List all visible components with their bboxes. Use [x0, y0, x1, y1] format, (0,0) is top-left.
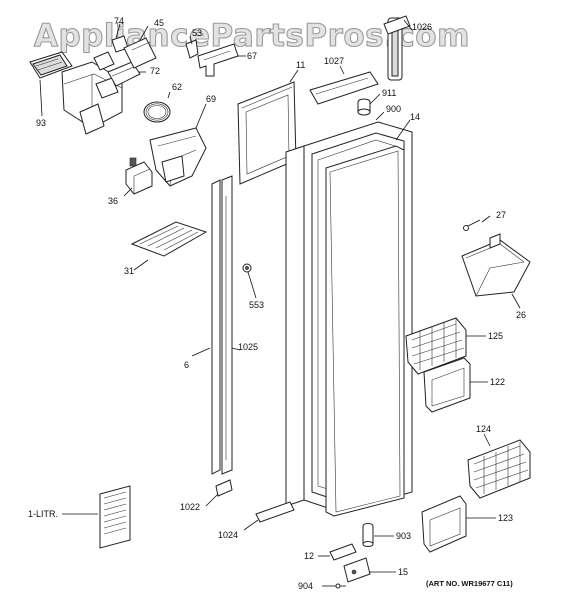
screw-904-part [335, 583, 346, 589]
callout-74: 74 [114, 16, 124, 26]
gear-ring-part [143, 101, 171, 123]
art-number: (ART NO. WR19677 C11) [426, 579, 513, 588]
callout-903: 903 [396, 531, 411, 541]
callout-72: 72 [150, 66, 160, 76]
basket-125-part [405, 317, 467, 375]
screw-27-part [463, 219, 481, 231]
callout-1-litr: 1-LITR. [28, 509, 58, 519]
callout-14: 14 [410, 112, 420, 122]
callout-1024: 1024 [218, 530, 238, 540]
callout-67: 67 [247, 51, 257, 61]
dispenser-housing-part [29, 35, 157, 135]
callout-123: 123 [498, 513, 513, 523]
callout-31: 31 [124, 266, 134, 276]
callout-15: 15 [398, 567, 408, 577]
manual-1-litr-part [99, 485, 131, 549]
callout-1022: 1022 [180, 502, 200, 512]
callout-45: 45 [154, 18, 164, 28]
mounting-bracket-part [185, 39, 239, 77]
callout-122: 122 [490, 377, 505, 387]
callout-27: 27 [496, 210, 506, 220]
callout-12: 12 [304, 551, 314, 561]
callout-125: 125 [488, 331, 503, 341]
plug-553-part [242, 263, 252, 273]
callout-93: 93 [36, 118, 46, 128]
trim-strip-6-part [211, 175, 233, 475]
callout-62: 62 [172, 82, 182, 92]
pin-903-part [362, 523, 374, 547]
trim-1027-part [309, 71, 379, 105]
basket-124-part [467, 439, 531, 499]
hinge-12-part [329, 543, 357, 561]
callout-26: 26 [516, 310, 526, 320]
callout-1026: 1026 [412, 22, 432, 32]
dispenser-funnel-part [149, 127, 207, 187]
bin-122-part [423, 357, 471, 413]
callout-69: 69 [206, 94, 216, 104]
cap-1026-part [383, 15, 411, 81]
callout-904: 904 [298, 581, 313, 591]
callout-900: 900 [386, 104, 401, 114]
stop-1022-part [215, 479, 233, 497]
door-gasket-part [325, 145, 405, 517]
leader-lines [39, 19, 521, 587]
callout-124: 124 [476, 424, 491, 434]
callout-1025: 1025 [238, 342, 258, 352]
callout-53: 53 [192, 28, 202, 38]
hinge-911-part [357, 98, 371, 116]
callout-36: 36 [108, 196, 118, 206]
callout-1027: 1027 [324, 56, 344, 66]
callout-553: 553 [249, 300, 264, 310]
shelf-31-part [130, 221, 208, 257]
bin-cover-26-part [461, 233, 531, 297]
hinge-cover-1024-part [255, 501, 295, 523]
lever-bracket-part [125, 157, 153, 195]
callout-911: 911 [382, 88, 396, 98]
callout-6: 6 [184, 360, 189, 370]
callout-11: 11 [296, 60, 305, 70]
bin-123-part [421, 495, 467, 553]
hinge-15-part [343, 557, 371, 583]
